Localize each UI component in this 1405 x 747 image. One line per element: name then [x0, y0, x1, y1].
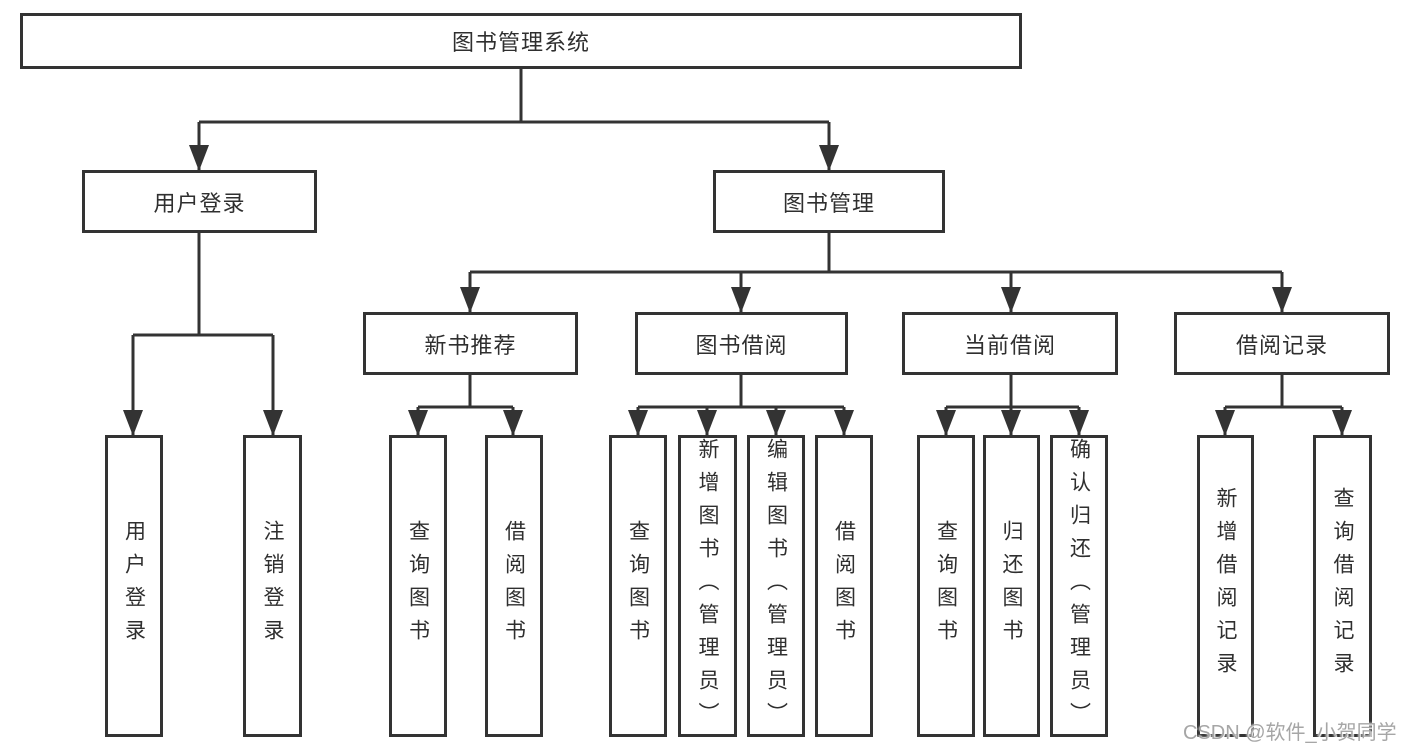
node-user-login-label: 用户登录	[153, 190, 246, 216]
leaf-borrow-books: 借阅图书	[815, 435, 873, 737]
leaf-add-book-admin-label: 新增图书（管理员）	[696, 437, 719, 735]
leaf-borrow-books-recommend: 借阅图书	[485, 435, 543, 737]
node-book-management-label: 图书管理	[782, 190, 875, 216]
leaf-query-books-borrow-label: 查询图书	[626, 520, 650, 652]
node-root: 图书管理系统	[20, 13, 1022, 69]
leaf-return-book: 归还图书	[983, 435, 1040, 737]
node-borrow-records-label: 借阅记录	[1235, 332, 1328, 358]
node-user-login: 用户登录	[82, 170, 317, 233]
leaf-edit-book-admin-label: 编辑图书（管理员）	[764, 437, 788, 735]
leaf-add-book-admin: 新增图书（管理员）	[678, 435, 737, 737]
leaf-query-books-recommend: 查询图书	[389, 435, 447, 737]
leaf-confirm-return-admin: 确认归还（管理员）	[1050, 435, 1108, 737]
node-book-borrow: 图书借阅	[635, 312, 848, 375]
node-root-label: 图书管理系统	[451, 30, 590, 55]
leaf-logout: 注销登录	[243, 435, 302, 737]
node-current-borrow-label: 当前借阅	[963, 332, 1056, 358]
connector-arrows	[123, 122, 1352, 436]
leaf-confirm-return-admin-label: 确认归还（管理员）	[1067, 437, 1091, 735]
leaf-query-borrow-record-label: 查询借阅记录	[1331, 487, 1354, 685]
leaf-return-book-label: 归还图书	[1000, 520, 1023, 652]
leaf-edit-book-admin: 编辑图书（管理员）	[747, 435, 805, 737]
leaf-user-login-label: 用户登录	[122, 520, 146, 652]
watermark: CSDN @软件_小贺同学	[1183, 722, 1397, 744]
node-new-book-recommend: 新书推荐	[363, 312, 578, 375]
leaf-borrow-books-label: 借阅图书	[832, 520, 856, 652]
leaf-add-borrow-record: 新增借阅记录	[1197, 435, 1254, 737]
node-new-book-recommend-label: 新书推荐	[424, 332, 517, 358]
leaf-add-borrow-record-label: 新增借阅记录	[1214, 487, 1237, 685]
leaf-query-books-current-label: 查询图书	[934, 520, 958, 652]
leaf-query-borrow-record: 查询借阅记录	[1313, 435, 1372, 737]
node-borrow-records: 借阅记录	[1174, 312, 1390, 375]
connector-trunks	[133, 69, 1342, 409]
leaf-borrow-books-recommend-label: 借阅图书	[502, 520, 526, 652]
leaf-logout-label: 注销登录	[261, 520, 284, 652]
leaf-query-books-borrow: 查询图书	[609, 435, 667, 737]
node-book-borrow-label: 图书借阅	[695, 332, 788, 358]
leaf-query-books-current: 查询图书	[917, 435, 975, 737]
leaf-query-books-recommend-label: 查询图书	[406, 520, 430, 652]
node-current-borrow: 当前借阅	[902, 312, 1118, 375]
leaf-user-login: 用户登录	[105, 435, 163, 737]
node-book-management: 图书管理	[713, 170, 945, 233]
